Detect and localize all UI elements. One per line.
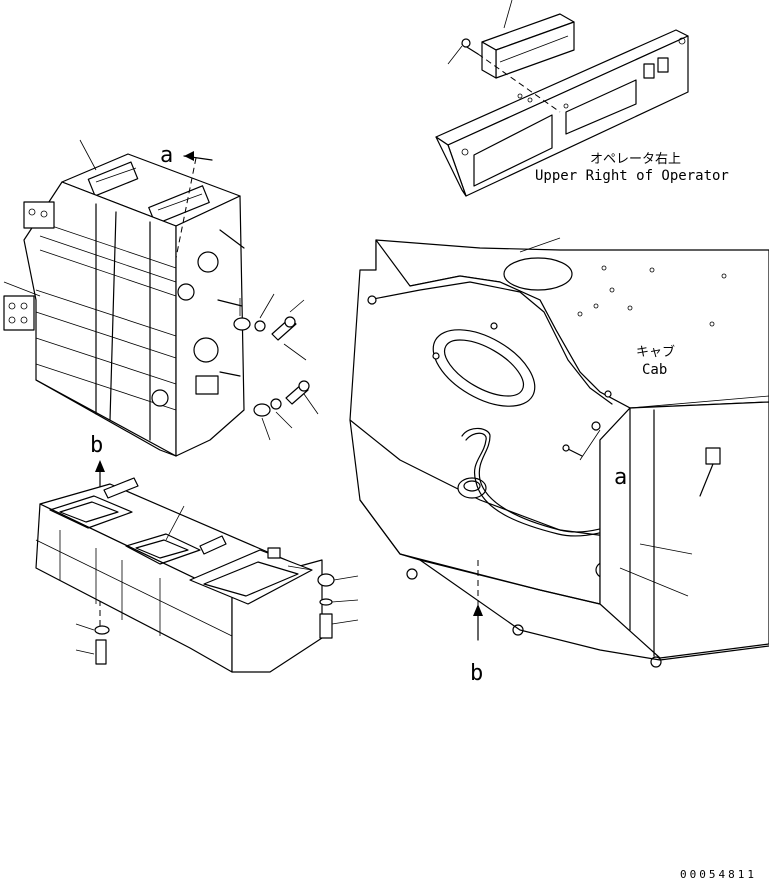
view-a-right-label: a bbox=[614, 465, 627, 490]
view-a-arrow-top bbox=[175, 151, 213, 259]
upper-right-jp-label: オペレータ右上 bbox=[590, 152, 681, 167]
control-panel-bracket bbox=[435, 0, 689, 197]
view-b-arrow-right bbox=[473, 560, 483, 641]
drawing-number: 00054811 bbox=[680, 868, 757, 879]
view-a-top-label: a bbox=[160, 143, 173, 168]
heater-fasteners bbox=[233, 293, 319, 441]
cab-structure bbox=[349, 237, 769, 668]
upper-right-en-label: Upper Right of Operator bbox=[535, 168, 729, 184]
heater-unit bbox=[3, 139, 245, 457]
cab-jp-label: キャブ bbox=[636, 344, 675, 360]
air-duct bbox=[35, 477, 323, 673]
view-b-left-label: b bbox=[90, 433, 103, 458]
duct-fasteners bbox=[75, 573, 359, 665]
view-b-right-label: b bbox=[470, 661, 483, 686]
cab-en-label: Cab bbox=[642, 362, 667, 378]
